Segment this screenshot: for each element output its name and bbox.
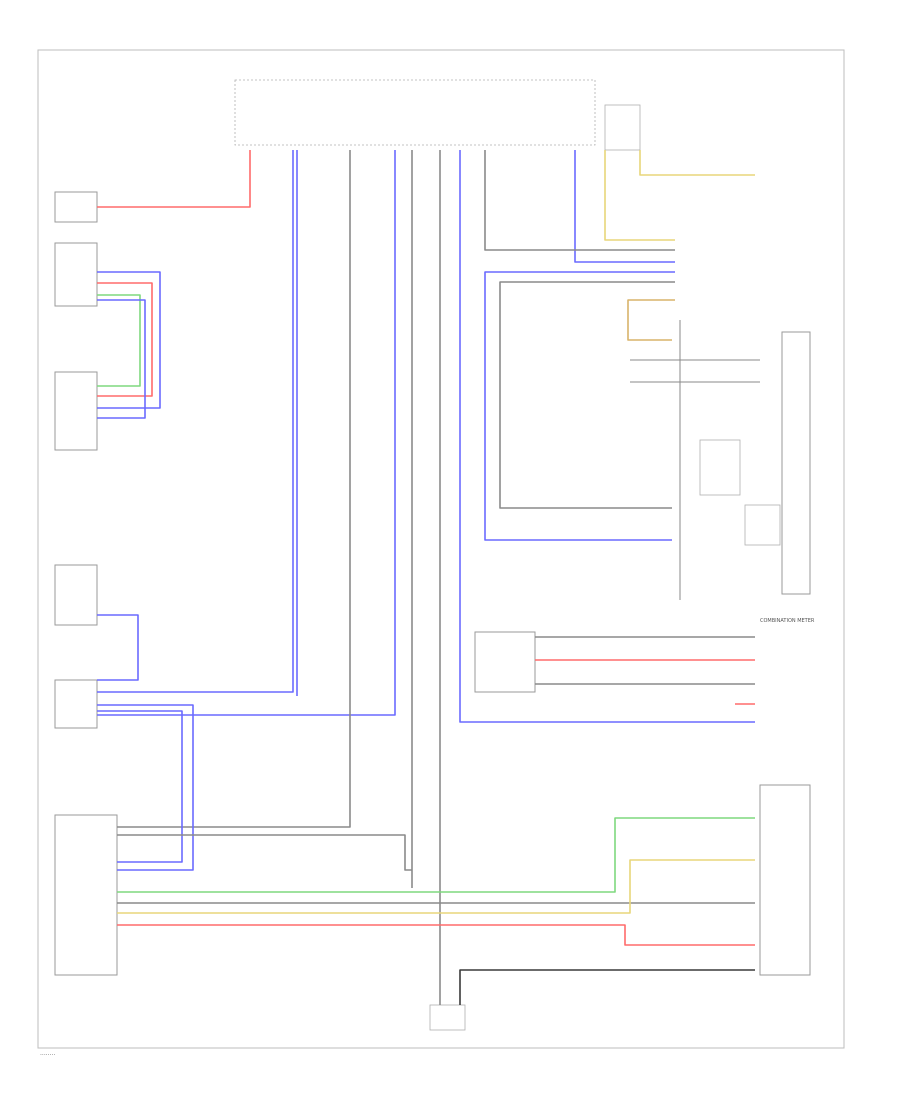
module-bottom-left	[54, 814, 118, 976]
connector-sensor-left	[54, 564, 98, 626]
switch-box-top-left	[54, 191, 98, 223]
wire-green-bundle	[97, 294, 141, 387]
combination-meter-label: COMBINATION METER	[760, 618, 815, 624]
wire-red-bottom	[117, 924, 755, 946]
wire-tan-meter	[627, 299, 675, 341]
wire-gray-ground	[459, 969, 755, 1005]
wire-blue-right	[574, 150, 675, 263]
wire-blue-meter	[459, 150, 755, 723]
wire-gray-right	[499, 281, 675, 509]
wire-red-top-left	[97, 150, 251, 208]
wire-blue-loop	[484, 271, 675, 541]
relay-box-top-right	[604, 104, 641, 151]
wire-blue-lower-2	[97, 710, 183, 863]
wire-green-bottom	[117, 817, 755, 893]
inner-cluster-box-2	[744, 504, 781, 546]
wire-yellow-right	[604, 150, 675, 241]
wire-red-bundle	[97, 282, 153, 397]
wire-blue-lower-1	[97, 704, 194, 871]
bottom-ground-box	[429, 1004, 466, 1031]
connector-gateway-left	[54, 679, 98, 729]
connector-ecu-top	[54, 242, 98, 307]
wire-yellow-top	[639, 150, 755, 176]
junction-block-outline	[234, 79, 596, 146]
connector-switch-mid	[54, 371, 98, 451]
wire-blue-1	[97, 150, 294, 693]
wire-blue-bundle-a	[97, 271, 161, 409]
ecu-right-box	[759, 784, 811, 976]
inner-cluster-box	[699, 439, 741, 496]
wire-yellow-bottom	[117, 859, 755, 914]
wire-group	[97, 150, 760, 1005]
meter-panel-box	[781, 331, 811, 595]
wire-blue-3	[97, 150, 396, 716]
diagram-frame	[37, 49, 845, 1049]
wire-blue-bundle-b	[97, 299, 146, 419]
wire-gray-4	[484, 150, 675, 251]
diagram-code: ........	[40, 1050, 55, 1057]
wire-blue-sensor	[97, 614, 139, 681]
wire-gray-1	[117, 150, 351, 828]
wire-gray-module-side	[117, 834, 412, 871]
combination-meter-box	[474, 631, 536, 693]
